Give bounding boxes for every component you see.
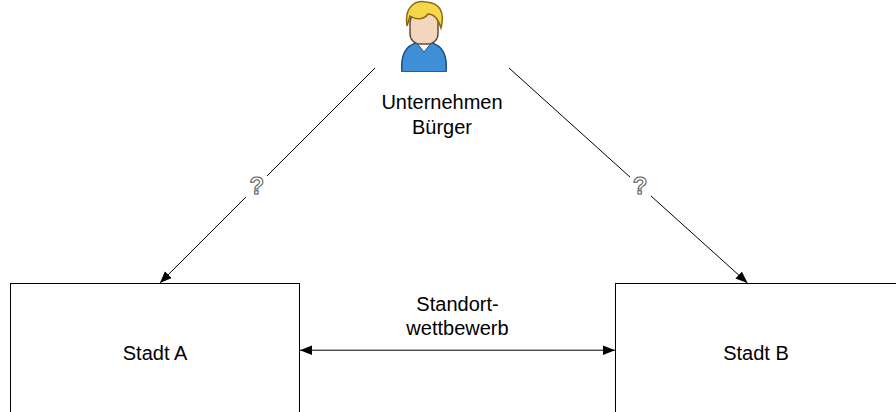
edge-label: Standort- wettbewerb	[390, 292, 526, 340]
person-icon	[398, 0, 450, 72]
actor-node: Unternehmen Bürger	[375, 0, 509, 140]
city-box: Stadt A	[10, 283, 300, 412]
city-label: Stadt A	[123, 341, 188, 366]
city-label: Stadt B	[723, 341, 789, 366]
city-box: Stadt B	[615, 283, 896, 412]
connector-arrow	[300, 350, 615, 351]
connector-arrow	[160, 68, 375, 283]
question-mark: ?	[630, 173, 651, 199]
question-mark: ?	[246, 173, 267, 199]
actor-label: Unternehmen Bürger	[375, 90, 509, 140]
connector-arrow	[509, 68, 748, 283]
